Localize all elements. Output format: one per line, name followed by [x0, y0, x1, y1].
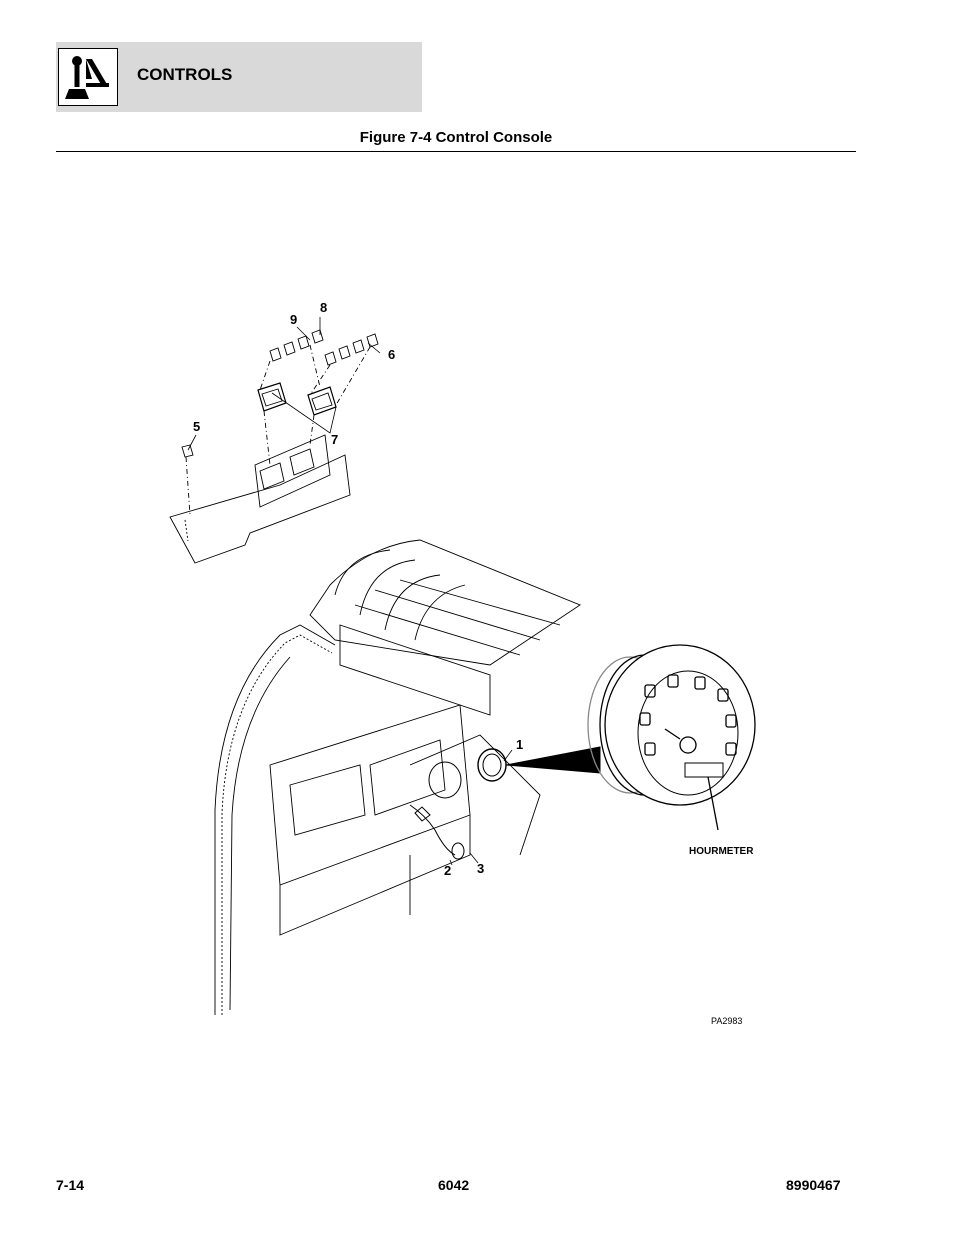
callout-5: 5: [193, 419, 201, 434]
switch-panel-exploded: [169, 329, 379, 564]
control-console-illustration: [169, 317, 756, 1015]
figure-title: Figure 7-4 Control Console: [359, 129, 553, 146]
hourmeter-label: HOURMETER: [689, 846, 754, 857]
section-title: CONTROLS: [137, 65, 233, 84]
figure-ref-code: PA2983: [711, 1016, 743, 1026]
wire-harness: [409, 804, 465, 860]
header-rule: [56, 151, 856, 152]
hourmeter-in-dash: [428, 746, 601, 799]
cab-frame: [214, 539, 581, 1015]
controls-joystick-icon: [58, 48, 118, 106]
callout-2: 2: [444, 863, 452, 878]
hourmeter-detail: [587, 644, 756, 831]
callout-1: 1: [516, 737, 524, 752]
callout-9: 9: [290, 312, 298, 327]
footer-doc-number: 8990467: [786, 1177, 841, 1193]
footer-model: 6042: [438, 1177, 470, 1193]
footer-page-number: 7-14: [56, 1177, 85, 1193]
callout-3: 3: [477, 861, 485, 876]
callout-8: 8: [320, 300, 328, 315]
callout-leaders: [187, 317, 513, 866]
callout-7: 7: [331, 432, 339, 447]
callout-6: 6: [388, 347, 396, 362]
